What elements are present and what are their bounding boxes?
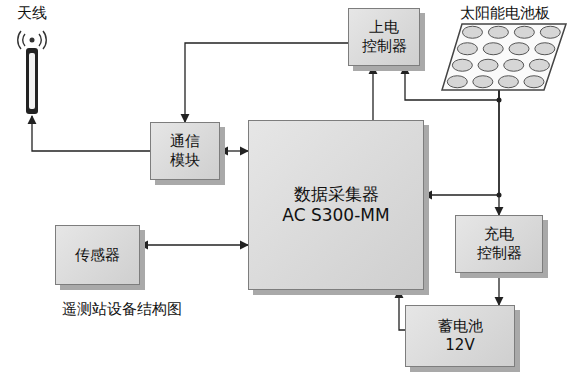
connector	[140, 244, 248, 245]
box-label: 上电 控制器	[359, 18, 409, 56]
device-box: 传感器	[55, 225, 140, 285]
device-box: 通信 模块	[150, 122, 220, 180]
figure-label: 太阳能电池板	[460, 4, 550, 23]
junction-dot	[497, 98, 502, 103]
box-label: 数据采集器	[294, 184, 379, 205]
device-box: 充电 控制器	[455, 215, 543, 273]
box-label: 通信 模块	[160, 132, 210, 170]
device-figure: 太阳能电池板	[440, 4, 570, 90]
connector	[32, 116, 150, 151]
connector	[498, 273, 499, 305]
box-label: 蓄电池 12V	[435, 317, 485, 355]
device-box: 数据采集器AC S300-MM	[248, 120, 424, 290]
box-label: 充电 控制器	[474, 225, 524, 263]
caption: 遥测站设备结构图	[62, 300, 182, 319]
connector	[424, 90, 499, 195]
figure-label: 天线	[17, 4, 47, 23]
connector	[220, 150, 248, 151]
device-box: 上电 控制器	[348, 8, 420, 66]
junction-dot	[497, 193, 502, 198]
connector	[185, 43, 348, 122]
connector	[372, 66, 373, 120]
solar-panel-icon	[440, 22, 570, 92]
box-label: AC S300-MM	[282, 205, 389, 226]
device-box: 蓄电池 12V	[405, 305, 515, 367]
box-label: 传感器	[75, 246, 120, 265]
antenna-icon	[10, 26, 54, 116]
device-figure: 天线	[10, 4, 54, 116]
